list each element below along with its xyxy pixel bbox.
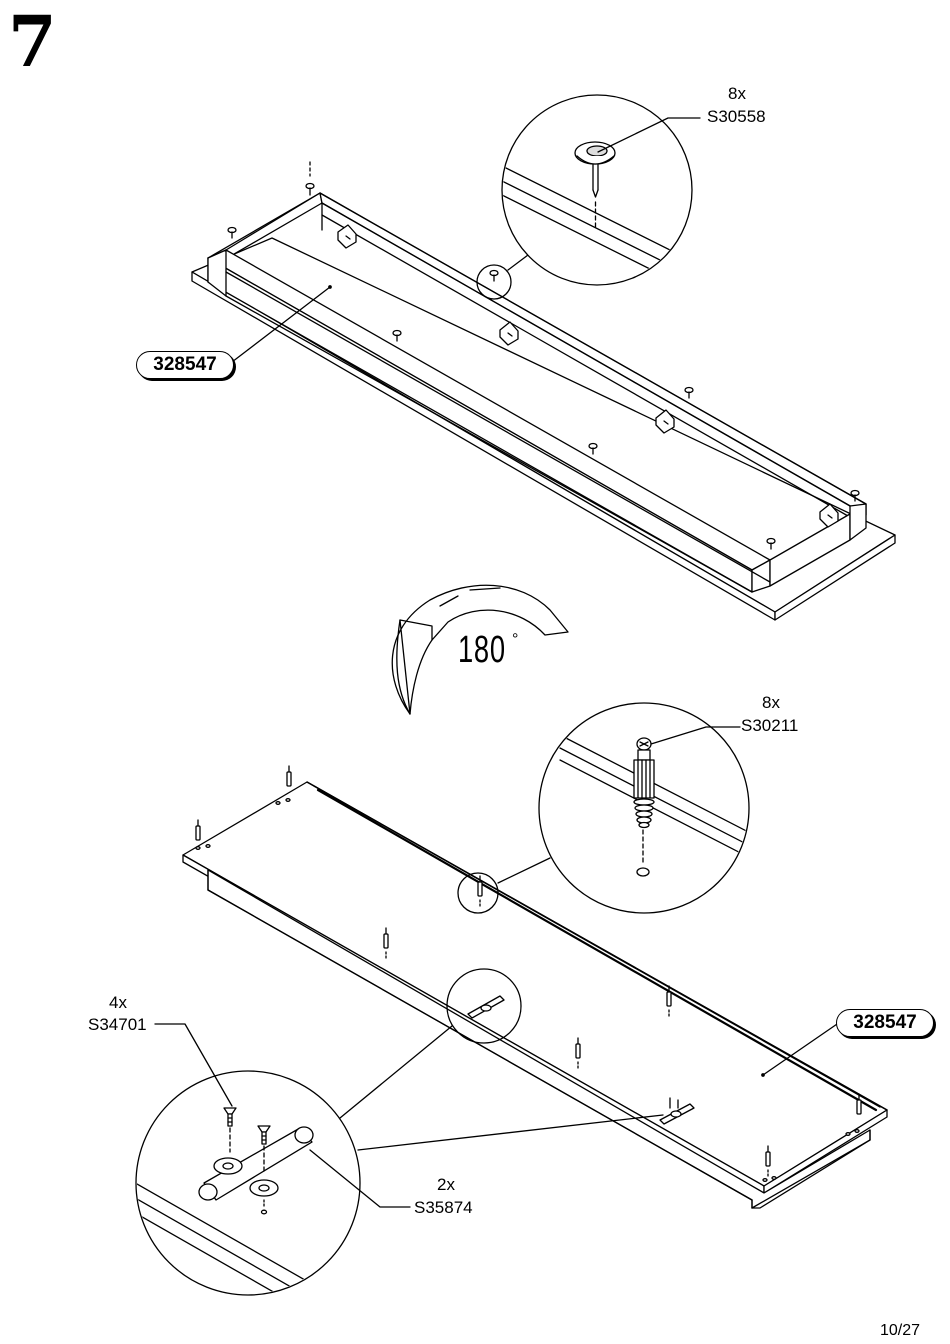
screw-qty-label: 4x xyxy=(109,993,127,1012)
connector-zoom-detail xyxy=(135,1023,411,1296)
furniture-glide-nail-icon xyxy=(227,161,860,550)
cam-connector-icon xyxy=(198,1126,314,1201)
rotation-degree-symbol: ° xyxy=(512,631,519,648)
connector-qty-label: 2x xyxy=(437,1175,455,1194)
bottom-part-number-badge: 328547 xyxy=(836,1009,934,1037)
dowel-zoom-detail xyxy=(538,702,750,914)
furniture-glide-nail-icon xyxy=(574,141,616,231)
countersunk-screw-icon xyxy=(223,1107,271,1215)
connector-code-label: S35874 xyxy=(414,1198,473,1217)
ribbed-dowel-icon xyxy=(195,765,862,1177)
page-number: 10/27 xyxy=(879,1322,920,1339)
glide-qty-label: 8x xyxy=(728,84,746,103)
ribbed-dowel-icon xyxy=(633,737,655,877)
dowel-code-label: S30211 xyxy=(741,716,799,735)
rotate-180-arrow-icon xyxy=(391,584,569,715)
top-frame-assembly xyxy=(191,161,896,621)
bottom-panel-assembly xyxy=(182,765,888,1209)
rotation-degrees-label: 180 xyxy=(458,629,506,671)
top-zoom-detail xyxy=(501,94,701,286)
step-number: 7 xyxy=(8,0,57,83)
dowel-qty-label: 8x xyxy=(762,693,780,712)
glide-code-label: S30558 xyxy=(707,107,766,126)
cam-connector-icon xyxy=(467,995,695,1125)
top-part-number-badge: 328547 xyxy=(136,351,234,379)
screw-code-label: S34701 xyxy=(88,1015,147,1034)
corner-bracket-icon xyxy=(337,224,839,528)
